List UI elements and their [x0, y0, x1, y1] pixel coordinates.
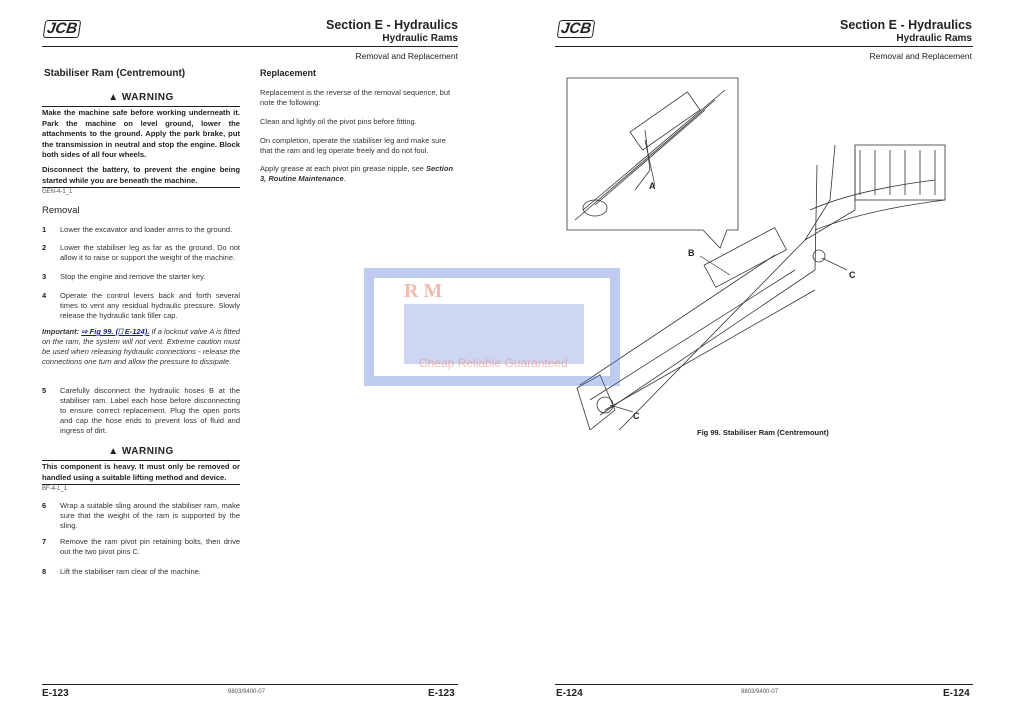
page-title: Stabiliser Ram (Centremount): [44, 68, 186, 79]
header-rule: [555, 46, 973, 47]
warning-code-2: BF-4-1_1: [42, 486, 68, 492]
figure-caption: Fig 99. Stabiliser Ram (Centremount): [697, 428, 829, 437]
doc-number: 9803/9400-07: [228, 689, 266, 695]
topic-title: Removal and Replacement: [355, 51, 458, 61]
page-number-right: E-124: [943, 688, 970, 699]
watermark-tagline: Cheap Reliable Guaranteed: [419, 356, 568, 370]
detail-inset-frame: [566, 77, 739, 249]
label-a: A: [649, 181, 656, 191]
removal-heading: Removal: [42, 205, 80, 216]
page-number: E-124: [556, 688, 583, 699]
footer-rule: [555, 684, 973, 685]
stabiliser-ram-figure: [566, 77, 946, 430]
warning-code: GEN-4-1_1: [42, 189, 73, 195]
label-c: C: [633, 411, 640, 421]
replacement-heading: Replacement: [260, 68, 317, 78]
replacement-text-1: Replacement is the reverse of the remova…: [260, 88, 451, 107]
routine-maintenance-ref: Section 3, Routine Maintenance: [260, 164, 454, 183]
warning-text-2: Disconnect the battery, to prevent the e…: [42, 165, 240, 185]
warning-rule: [42, 187, 240, 188]
section-title: Section E - Hydraulics: [326, 18, 458, 32]
warning-text-3: This component is heavy. It must only be…: [42, 462, 240, 482]
warning-heading-2: ▲ WARNING: [108, 446, 174, 457]
warning-rule: [42, 460, 240, 461]
replacement-text-4: Apply grease at each pivot pin grease ni…: [260, 164, 454, 183]
subsection-title: Hydraulic Rams: [382, 33, 458, 44]
doc-number: 9803/9400-07: [741, 689, 779, 695]
warning-heading: ▲ WARNING: [108, 92, 174, 103]
fig-99-link[interactable]: ⇨ Fig 99. (⎕ E-124).: [81, 327, 150, 336]
replacement-text-3: On completion, operate the stabiliser le…: [260, 136, 446, 155]
important-note: Important: ⇨ Fig 99. (⎕ E-124). If a loc…: [42, 327, 240, 366]
wrench-book-icon: [404, 304, 584, 364]
watermark: R M Cheap Reliable Guaranteed: [364, 268, 620, 386]
watermark-initials: R M: [404, 280, 443, 302]
footer-rule: [42, 684, 458, 685]
header-rule: [42, 46, 458, 47]
warning-text: Make the machine safe before working und…: [42, 108, 240, 159]
jcb-logo: JCB: [556, 20, 596, 38]
warning-icon: ▲: [108, 92, 122, 103]
label-b: B: [688, 248, 695, 258]
page-number: E-123: [42, 688, 69, 699]
section-title: Section E - Hydraulics: [840, 18, 972, 32]
subsection-title: Hydraulic Rams: [896, 33, 972, 44]
warning-icon: ▲: [108, 446, 122, 457]
warning-rule: [42, 484, 240, 485]
jcb-logo: JCB: [42, 20, 82, 38]
label-c: C: [849, 270, 856, 280]
replacement-text-2: Clean and lightly oil the pivot pins bef…: [260, 117, 417, 126]
topic-title: Removal and Replacement: [869, 51, 972, 61]
page-number-right: E-123: [428, 688, 455, 699]
warning-rule: [42, 106, 240, 107]
